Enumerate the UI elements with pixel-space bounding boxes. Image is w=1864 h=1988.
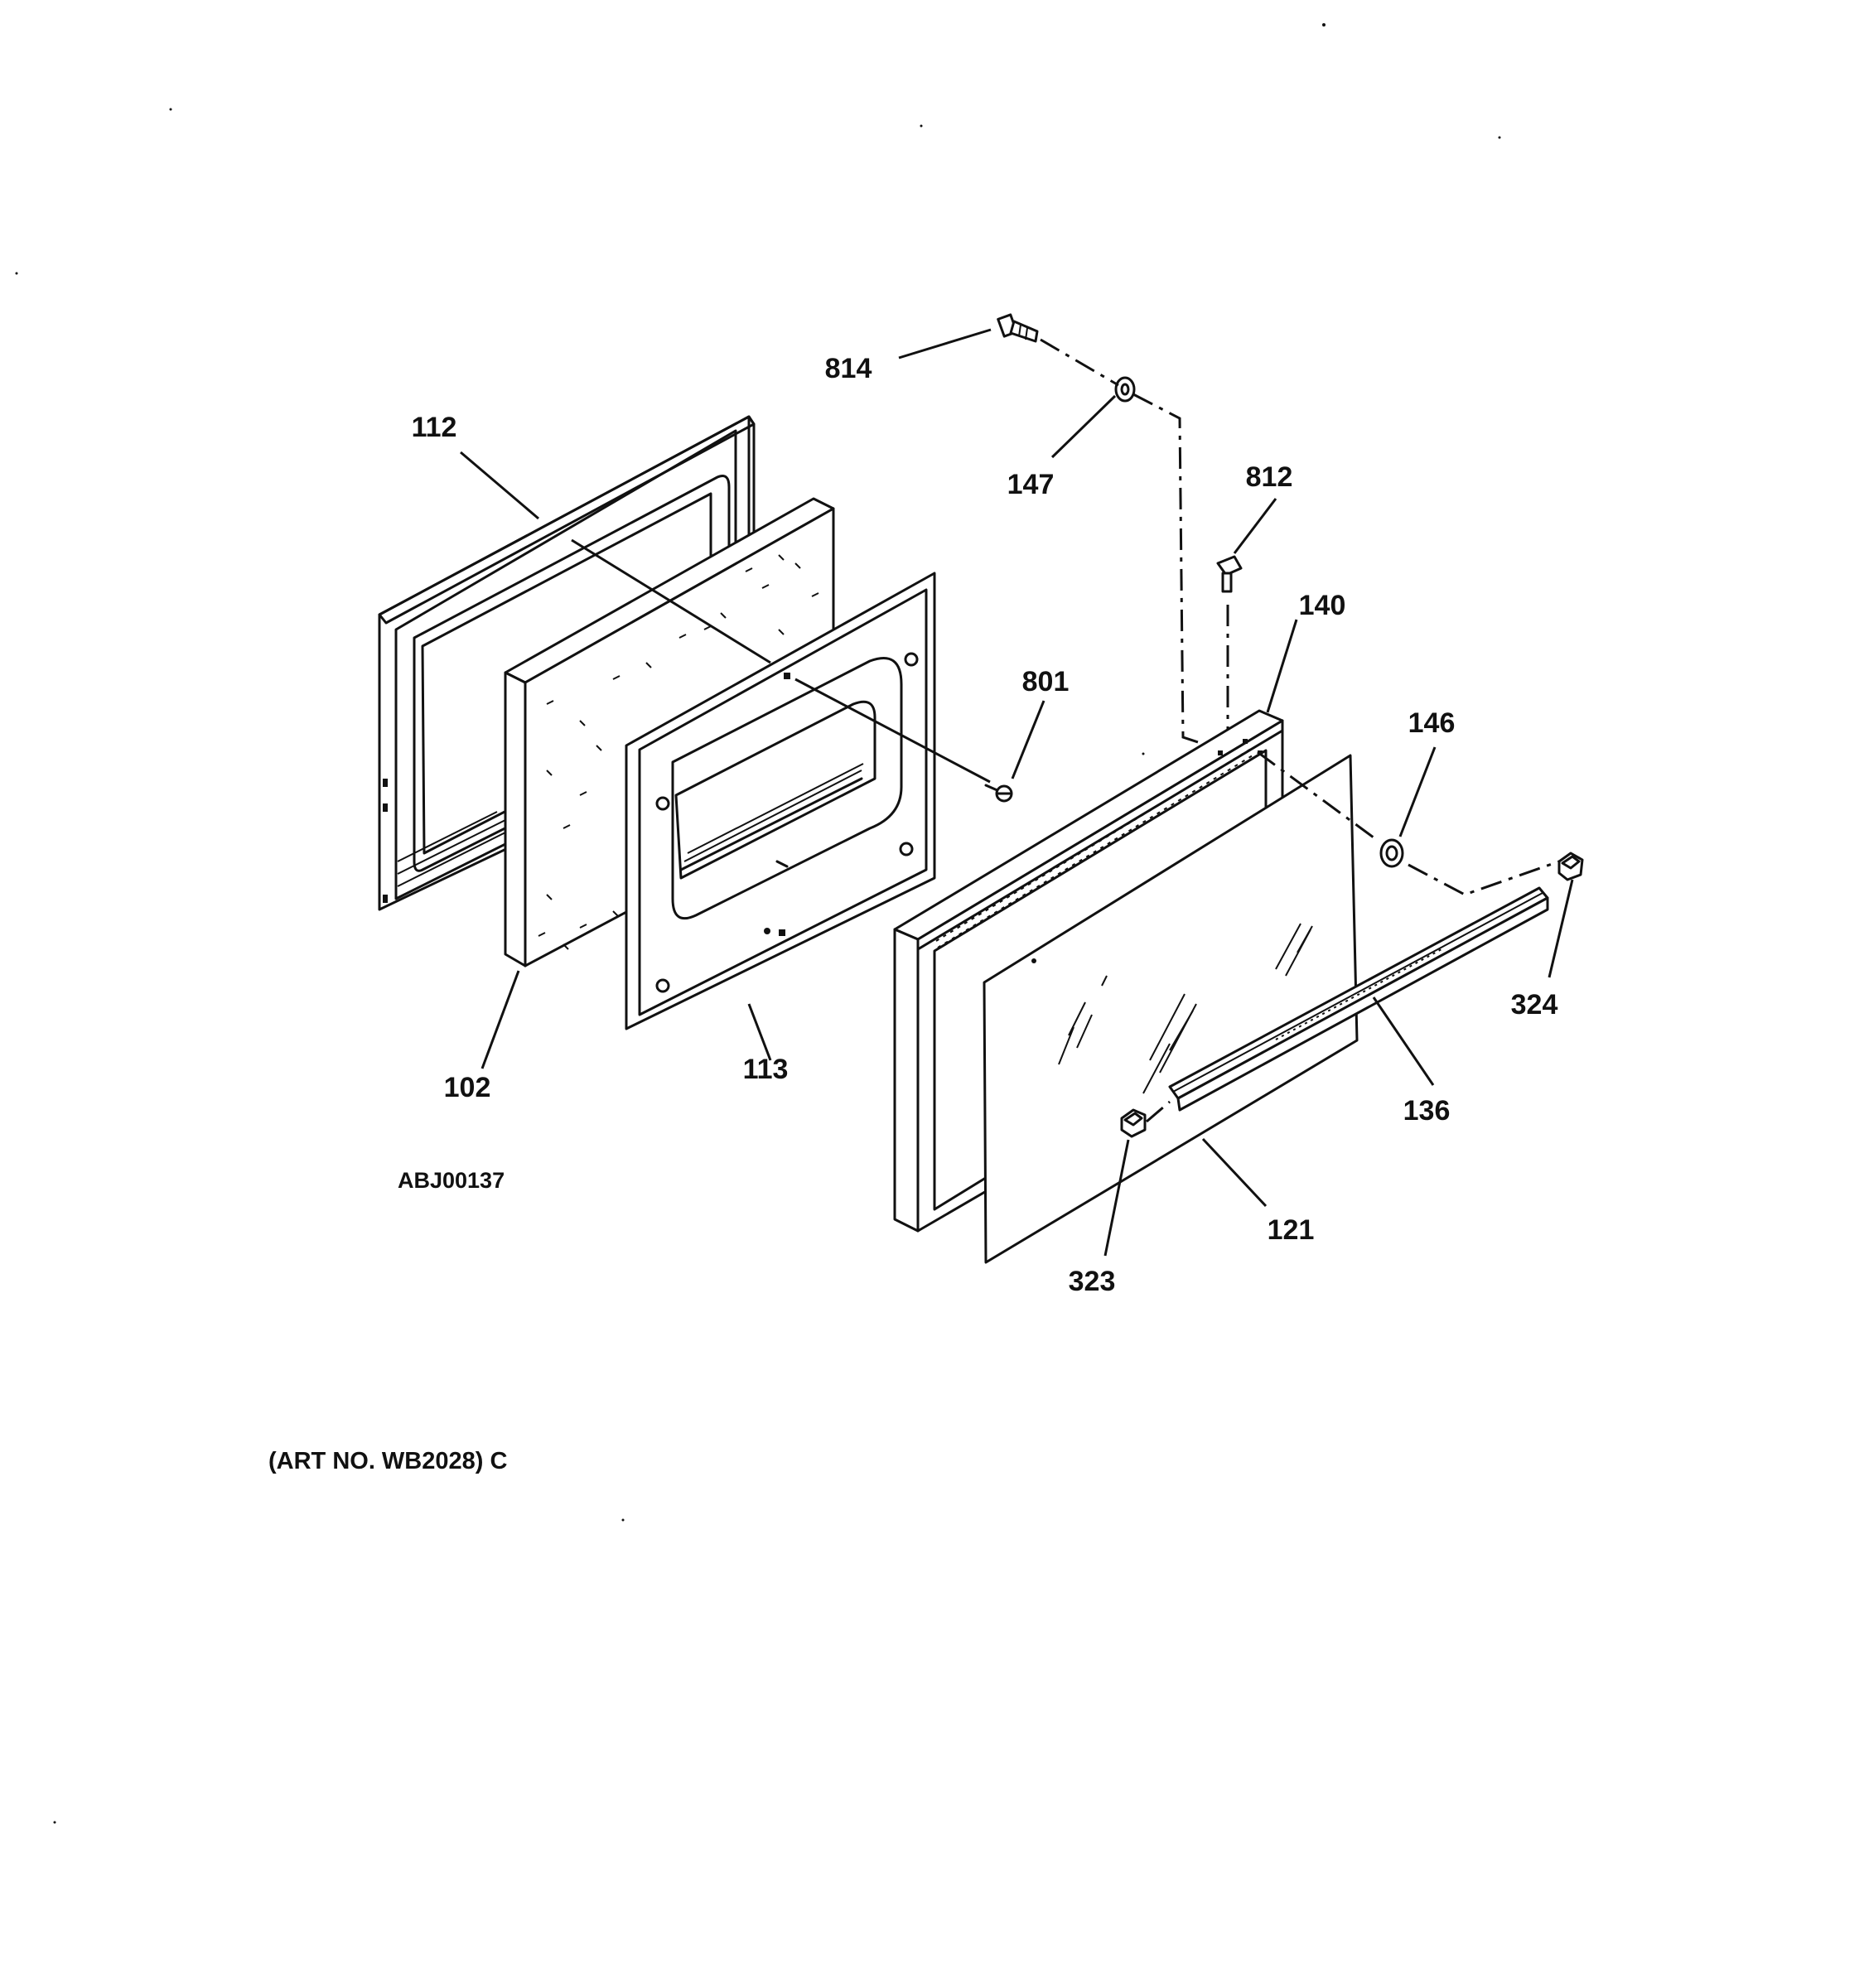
part-324-end-cap — [1557, 852, 1584, 881]
label-812: 812 — [1246, 461, 1293, 493]
leader-323 — [1103, 1139, 1130, 1257]
part-113-inner-panel — [625, 572, 936, 1030]
leader-812 — [1233, 498, 1277, 554]
leader-136 — [1372, 996, 1435, 1086]
leader-801 — [1011, 700, 1045, 779]
assembly-dash-146-324 — [1408, 860, 1560, 896]
leader-102 — [480, 970, 520, 1069]
leader-112 — [460, 451, 539, 520]
glass-reflection-marks — [1031, 923, 1313, 1094]
label-121: 121 — [1268, 1214, 1315, 1246]
part-323-end-cap — [1120, 1100, 1171, 1138]
assembly-dash-140-146 — [1257, 750, 1378, 842]
assembly-line-112-113 — [571, 538, 771, 664]
label-136: 136 — [1403, 1095, 1451, 1127]
part-labels: 814 147 812 112 140 801 146 324 102 113 … — [412, 353, 1558, 1297]
leader-814 — [898, 328, 992, 359]
part-801-screw — [984, 784, 1013, 803]
label-102: 102 — [444, 1072, 491, 1103]
label-146: 146 — [1408, 707, 1456, 739]
label-140: 140 — [1299, 590, 1346, 621]
leader-lines — [460, 328, 1574, 1257]
part-121-glass — [983, 754, 1359, 1264]
diagram-code: ABJ00137 — [398, 1168, 505, 1193]
frame-top-perforations — [935, 748, 1253, 948]
art-number: (ART NO. WB2028) C — [268, 1448, 507, 1474]
label-323: 323 — [1069, 1266, 1116, 1297]
leader-113 — [747, 1003, 772, 1061]
part-136-handle — [1168, 886, 1549, 1112]
leader-146 — [1398, 746, 1437, 837]
label-113: 113 — [743, 1054, 789, 1085]
leader-147 — [1050, 394, 1117, 459]
part-147-washer — [1114, 376, 1136, 403]
label-112: 112 — [412, 412, 457, 443]
part-814-screw — [997, 313, 1039, 343]
part-146-spacer — [1379, 838, 1404, 868]
leader-324 — [1548, 879, 1574, 978]
label-147: 147 — [1007, 469, 1055, 500]
label-814: 814 — [825, 353, 872, 384]
assembly-line-113-801 — [794, 678, 991, 784]
leader-121 — [1201, 1137, 1268, 1208]
label-324: 324 — [1511, 989, 1558, 1021]
scan-specks — [15, 23, 1501, 1824]
label-801: 801 — [1022, 666, 1070, 697]
assembly-dash-814-147 — [1040, 338, 1119, 387]
leader-140 — [1266, 619, 1298, 713]
assembly-dash-147-140 — [1132, 393, 1204, 746]
